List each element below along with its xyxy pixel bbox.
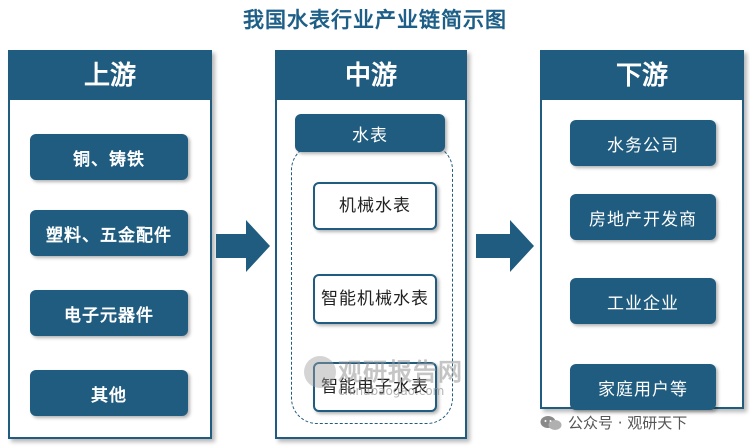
wechat-icon [540,415,562,430]
midstream-item: 智能机械水表 [313,274,437,324]
downstream-item: 水务公司 [570,120,716,166]
watermark-logo-icon [304,356,336,388]
flow-arrow-icon [216,220,270,272]
watermark-name: 观研报告网 [338,358,463,386]
downstream-item: 工业企业 [570,278,716,324]
midstream-item: 智能电子水表 [313,362,437,412]
downstream-item: 房地产开发商 [570,194,716,240]
upstream-column: 上游 铜、铸铁 塑料、五金配件 电子元器件 其他 [8,50,212,439]
upstream-item: 电子元器件 [30,290,188,336]
midstream-column: 中游 水表 机械水表 智能机械水表 智能电子水表 [275,50,467,439]
watermark-url: chinabaogao.com [338,384,445,398]
flow-arrow-icon [476,220,534,272]
midstream-category: 水表 [295,114,445,152]
downstream-item: 家庭用户等 [570,364,716,410]
diagram-title: 我国水表行业产业链简示图 [243,7,507,32]
upstream-header: 上游 [10,52,210,100]
downstream-header: 下游 [542,52,742,100]
upstream-item: 塑料、五金配件 [30,210,188,256]
upstream-item: 铜、铸铁 [30,134,188,180]
downstream-column: 下游 水务公司 房地产开发商 工业企业 家庭用户等 [540,50,744,410]
upstream-item: 其他 [30,370,188,416]
wechat-account-label: 公众号 · 观研天下 [568,414,688,432]
midstream-item: 机械水表 [313,182,437,230]
wechat-footer: 公众号 · 观研天下 [540,412,687,433]
midstream-header: 中游 [277,52,465,100]
